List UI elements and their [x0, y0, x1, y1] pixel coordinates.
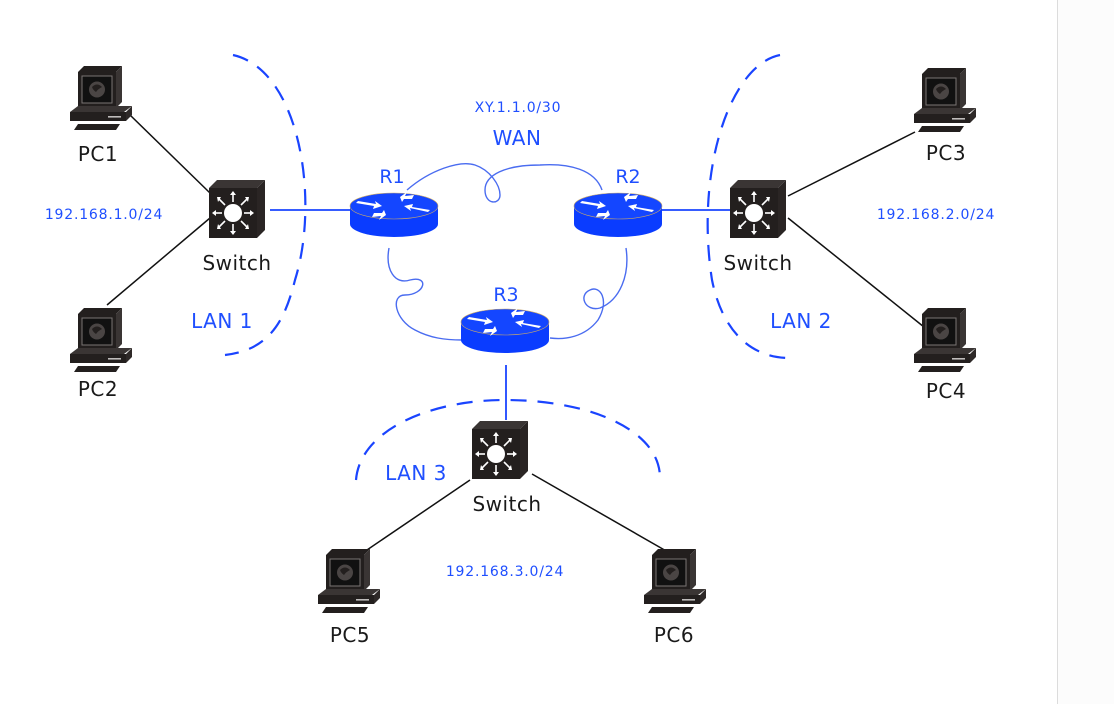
pc4[interactable]	[913, 307, 977, 373]
lan1-network-label: 192.168.1.0/24	[45, 207, 163, 223]
lan-links	[106, 114, 925, 553]
router-r3[interactable]	[460, 307, 550, 354]
pc4-label: PC4	[926, 379, 966, 403]
lan3-label: LAN 3	[385, 461, 447, 485]
link-pc6-switch3	[531, 473, 669, 553]
lan2-network-label: 192.168.2.0/24	[877, 207, 995, 223]
switch-lan1-label: Switch	[202, 251, 271, 275]
switch-lan1[interactable]	[208, 179, 266, 239]
link-pc2-switch1	[106, 217, 211, 306]
lan3-network-label: 192.168.3.0/24	[446, 564, 564, 580]
router-r3-label: R3	[493, 284, 518, 306]
pc1[interactable]	[69, 65, 133, 131]
lan1-label: LAN 1	[191, 309, 253, 333]
switch-lan2[interactable]	[729, 179, 787, 239]
pc2-label: PC2	[78, 377, 118, 401]
link-pc5-switch3	[363, 479, 471, 553]
router-r1-label: R1	[379, 166, 404, 188]
side-panel	[1057, 0, 1114, 704]
pc6[interactable]	[643, 548, 707, 614]
lan2-boundary	[706, 53, 791, 360]
lan3-boundary	[354, 398, 662, 481]
pc6-label: PC6	[654, 623, 694, 647]
router-r2-label: R2	[615, 166, 640, 188]
pc1-label: PC1	[78, 142, 118, 166]
wan-network-label: XY.1.1.0/30	[475, 100, 562, 116]
pc2[interactable]	[69, 307, 133, 373]
network-diagram: XY.1.1.0/30 WAN R1 R2 R3 Switch Switch S…	[45, 53, 995, 647]
pc3-label: PC3	[926, 141, 966, 165]
switch-lan3-label: Switch	[472, 492, 541, 516]
link-pc4-switch2	[787, 217, 925, 328]
switch-lan2-label: Switch	[723, 251, 792, 275]
wan-label: WAN	[493, 126, 542, 150]
network-diagram-canvas: XY.1.1.0/30 WAN R1 R2 R3 Switch Switch S…	[44, 53, 995, 647]
router-r2[interactable]	[573, 191, 663, 238]
router-r1[interactable]	[349, 191, 439, 238]
lan2-label: LAN 2	[770, 309, 832, 333]
link-pc1-switch1	[129, 114, 211, 194]
wan-links	[387, 163, 628, 341]
uplinks	[270, 209, 733, 420]
wan-link-r1-r2	[406, 163, 603, 203]
switch-lan3[interactable]	[471, 420, 529, 480]
link-pc3-switch2	[787, 131, 916, 197]
pc3[interactable]	[913, 67, 977, 133]
pc5[interactable]	[317, 548, 381, 614]
pc5-label: PC5	[330, 623, 370, 647]
wan-link-r2-r3	[549, 247, 628, 340]
lan1-boundary	[224, 53, 307, 357]
wan-link-r1-r3	[387, 247, 463, 341]
